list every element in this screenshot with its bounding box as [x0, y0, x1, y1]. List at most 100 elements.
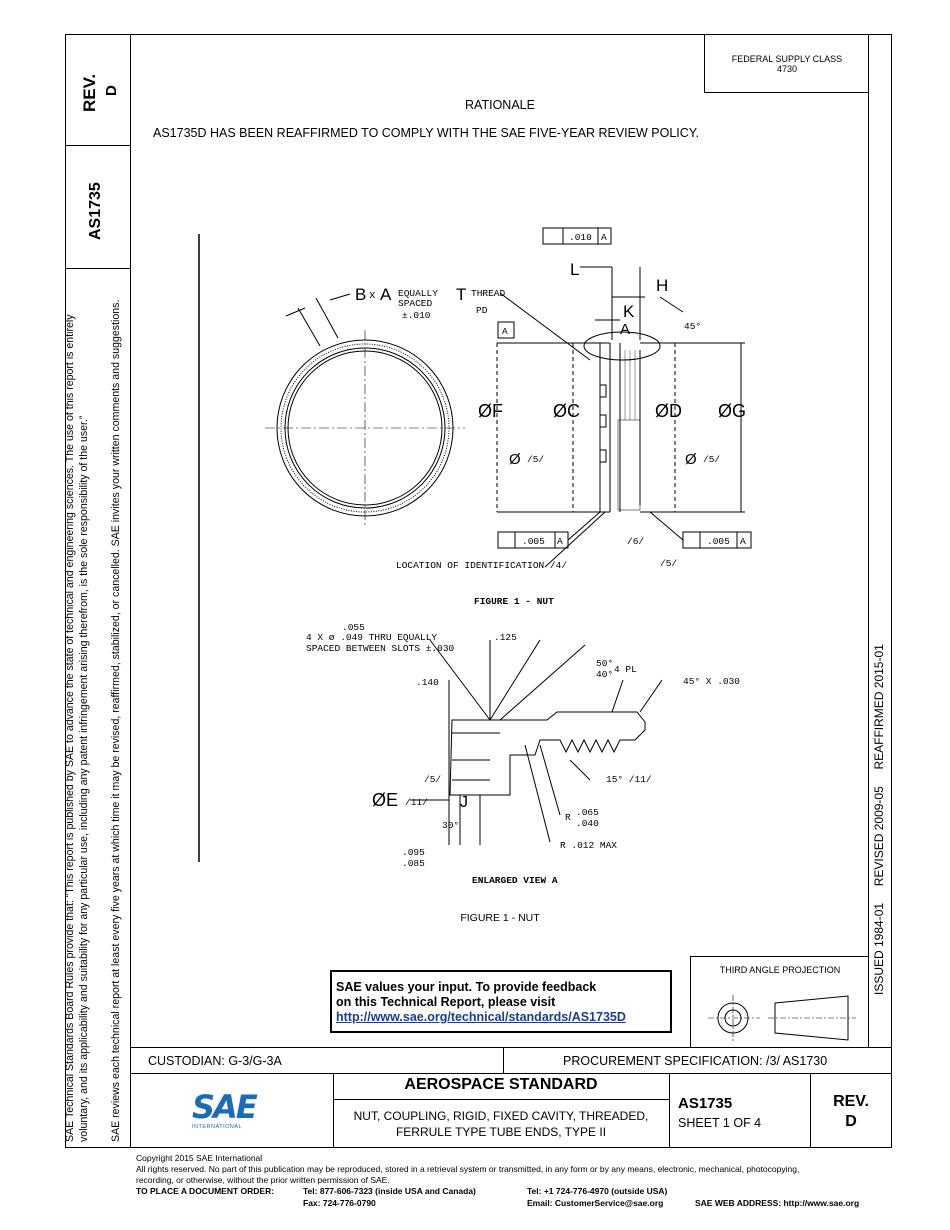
angle-50: 50° — [596, 658, 613, 669]
frame-right — [891, 34, 892, 1147]
title-divider — [669, 1073, 670, 1147]
dia-d: ØD — [655, 401, 682, 421]
angle-45: 45° — [684, 321, 701, 332]
fsc-line-1: FEDERAL SUPPLY CLASS — [731, 54, 843, 64]
dim-085: .085 — [402, 858, 425, 869]
dia-sym-right: Ø — [685, 451, 697, 468]
sae-logo-sub: INTERNATIONAL — [192, 1124, 243, 1130]
custodian-divider — [503, 1047, 504, 1073]
projection-label: THIRD ANGLE PROJECTION — [719, 965, 841, 975]
label-k: K — [623, 302, 635, 321]
r-max: R .012 MAX — [560, 840, 617, 851]
perp-datum: A — [601, 232, 607, 243]
web-address[interactable]: SAE WEB ADDRESS: http://www.sae.org — [695, 1198, 860, 1208]
desc-line-1: NUT, COUPLING, RIGID, FIXED CAVITY, THRE… — [353, 1109, 649, 1123]
left-divider-1 — [65, 145, 131, 146]
label-b: B — [355, 285, 366, 304]
dia-c: ØC — [553, 401, 580, 421]
angle-30: 30° — [442, 820, 459, 831]
frame-top — [65, 34, 892, 35]
sae-logo: SAE INTERNATIONAL — [192, 1090, 262, 1134]
left-divider-2 — [65, 268, 131, 269]
frame-bottom — [65, 1147, 892, 1148]
fig1-title: FIGURE 1 - NUT — [474, 596, 554, 607]
label-j: J — [460, 794, 468, 811]
label-x: x — [369, 290, 376, 302]
nut-front-view — [265, 293, 465, 528]
frame-inner-left — [130, 34, 131, 1147]
tolerance-frames — [497, 227, 752, 549]
runout-right: .005 — [707, 536, 730, 547]
runout-left-datum: A — [557, 536, 563, 547]
dia-f: ØF — [478, 401, 503, 421]
equally-text: EQUALLY — [398, 288, 438, 299]
copyright: Copyright 2015 SAE International — [136, 1153, 263, 1163]
feedback-link[interactable]: http://www.sae.org/technical/standards/A… — [336, 1010, 626, 1024]
label-t: T — [456, 285, 466, 304]
dia-g: ØG — [718, 401, 746, 421]
r-065: .065 — [576, 807, 599, 818]
note6: /6/ — [627, 536, 644, 547]
note11: /11/ — [405, 797, 428, 808]
dim-125: .125 — [494, 632, 517, 643]
doc-number: AS1735 — [678, 1095, 733, 1112]
runout-right-datum: A — [740, 536, 746, 547]
std-title: AEROSPACE STANDARD — [404, 1076, 598, 1093]
dim-095: .095 — [402, 847, 425, 858]
spaced-text: SPACED — [398, 298, 433, 309]
fax: Fax: 724-776-0790 — [303, 1198, 376, 1208]
nut-section-view — [496, 266, 745, 568]
fig1-caption: FIGURE 1 - NUT — [460, 912, 540, 924]
perp-tol: .010 — [569, 232, 592, 243]
r-040: .040 — [576, 818, 599, 829]
chamfer: 45° X .030 — [683, 676, 740, 687]
procurement-spec: PROCUREMENT SPECIFICATION: /3/ AS1730 — [563, 1054, 828, 1068]
thread-angle: 15° /11/ — [606, 774, 652, 785]
datum-a: A — [502, 326, 508, 337]
label-h: H — [656, 276, 668, 295]
projection-box: THIRD ANGLE PROJECTION — [690, 956, 869, 1048]
rights-line-2: recording, or otherwise, without the pri… — [136, 1175, 390, 1185]
r-label: R — [565, 812, 571, 823]
dim-140: .140 — [416, 677, 439, 688]
frame-strip-right — [868, 34, 869, 1048]
email[interactable]: Email: CustomerService@sae.org — [527, 1198, 664, 1208]
title-mid — [130, 1073, 892, 1074]
runout-left: .005 — [522, 536, 545, 547]
rev-label-title: REV. — [833, 1093, 869, 1110]
note5-left: /5/ — [527, 454, 544, 465]
fsc-line-2: 4730 — [776, 64, 798, 74]
label-l: L — [570, 260, 579, 279]
dia-sym-left: Ø — [509, 451, 521, 468]
note5-bottom: /5/ — [660, 558, 677, 569]
rationale-title: RATIONALE — [465, 98, 535, 112]
thread-text: THREAD — [471, 288, 506, 299]
sae-logo-text: SAE — [192, 1088, 258, 1126]
enlarged-view-a — [410, 639, 663, 845]
title-top — [130, 1047, 892, 1048]
rationale-text: AS1735D HAS BEEN REAFFIRMED TO COMPLY WI… — [153, 126, 699, 140]
desc-line-2: FERRULE TYPE TUBE ENDS, TYPE II — [395, 1125, 607, 1139]
sheet-number: SHEET 1 OF 4 — [678, 1116, 762, 1130]
angle-40: 40° — [596, 669, 613, 680]
slots-text-2: SPACED BETWEEN SLOTS ±.030 — [306, 643, 455, 654]
logo-divider — [333, 1073, 334, 1147]
label-a-view: A — [620, 321, 630, 338]
projection-symbol — [708, 995, 856, 1041]
feedback-line-1: SAE values your input. To provide feedba… — [336, 980, 597, 994]
slots-055: .055 — [342, 622, 365, 633]
rev-divider — [810, 1073, 811, 1147]
feedback-line-2: on this Technical Report, please visit — [336, 995, 556, 1009]
slots-text-1: 4 X ø .049 THRU EQUALLY — [306, 632, 437, 643]
fsc-box: FEDERAL SUPPLY CLASS 4730 — [704, 34, 869, 93]
pd-text: PD — [476, 305, 488, 316]
tol-010: ±.010 — [402, 310, 431, 321]
rights-line-1: All rights reserved. No part of this pub… — [136, 1164, 800, 1174]
location-id: LOCATION OF IDENTIFICATION /4/ — [396, 560, 567, 571]
tel-usa: Tel: 877-606-7323 (inside USA and Canada… — [303, 1186, 476, 1196]
title-sub-divider — [333, 1099, 669, 1100]
tel-outside: Tel: +1 724-776-4970 (outside USA) — [527, 1186, 668, 1196]
custodian: CUSTODIAN: G-3/G-3A — [148, 1054, 282, 1068]
dia-e: ØE — [372, 790, 398, 810]
